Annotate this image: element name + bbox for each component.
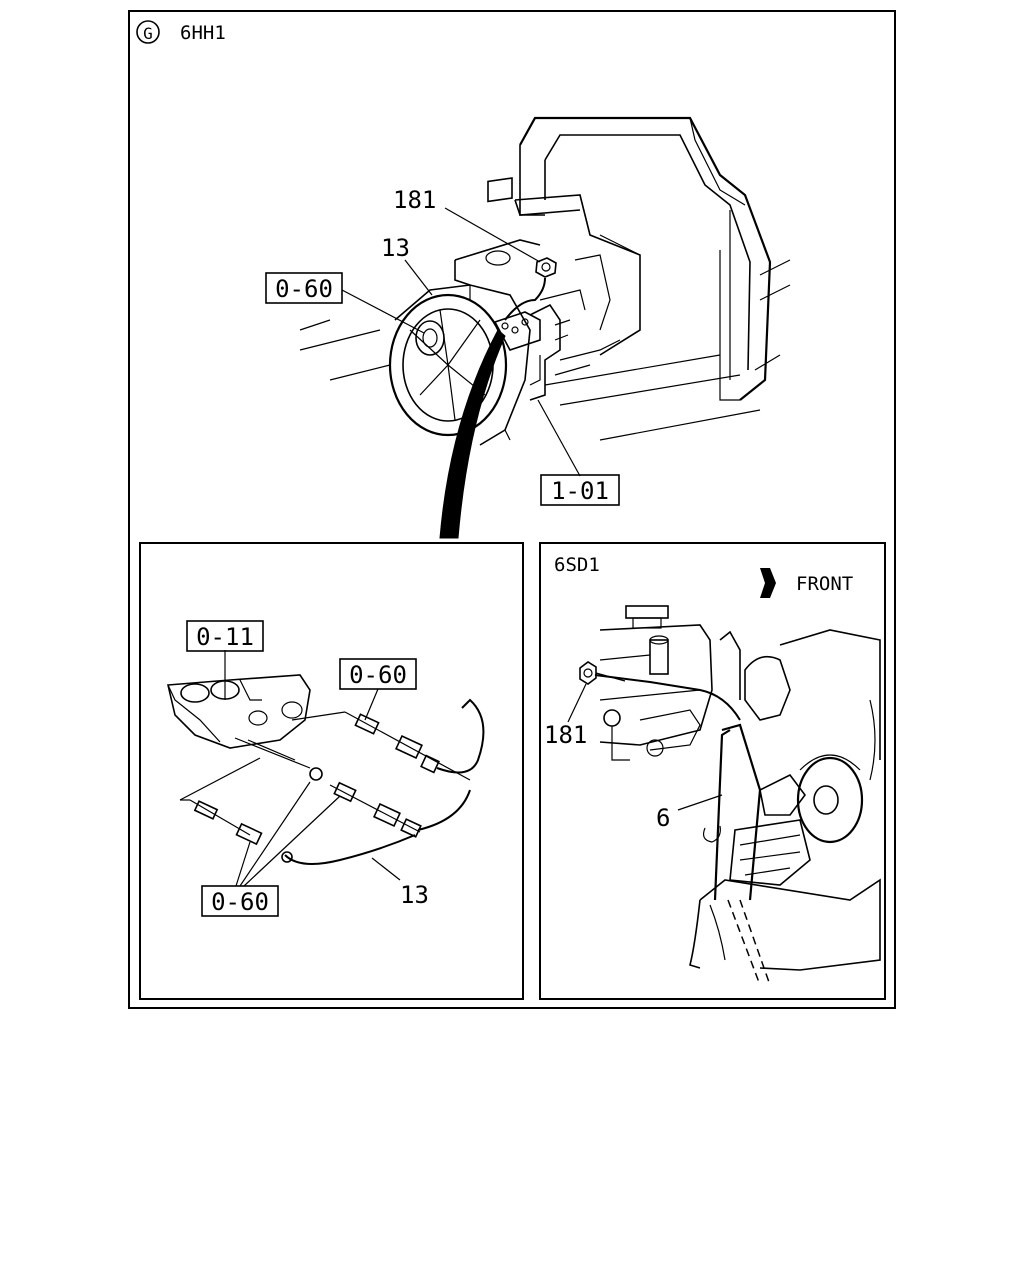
callout-13-left: 13 xyxy=(400,881,429,909)
ground-lines xyxy=(299,319,761,441)
callout-181-right: 181 xyxy=(544,721,587,749)
section-marker-letter: G xyxy=(143,24,153,43)
alternator-assembly xyxy=(388,284,531,446)
leader-0-60-bottom-a xyxy=(239,781,311,887)
diagram-frame xyxy=(128,10,896,1009)
main-view: G 6HH1 xyxy=(136,20,791,539)
leader-13-left xyxy=(371,857,401,881)
chassis-frame-drawing xyxy=(519,116,791,401)
leader-1-01 xyxy=(537,399,581,477)
engine-drawing xyxy=(599,605,881,971)
manifold-block-drawing xyxy=(167,674,311,749)
detail-left-frame xyxy=(139,542,524,1000)
callout-1-01-box xyxy=(540,474,620,506)
leader-6 xyxy=(677,794,723,811)
callout-0-60-top-box xyxy=(339,658,417,690)
callout-0-11: 0-11 xyxy=(196,623,254,651)
detail-right-view: 6SD1 FRONT xyxy=(544,554,881,986)
callout-0-60-bottom-box xyxy=(201,885,279,917)
nut-181-right-drawing xyxy=(579,661,626,685)
transmission-body xyxy=(454,177,641,376)
detail-right-frame xyxy=(539,542,886,1000)
leader-181 xyxy=(444,207,541,263)
harness-bracket xyxy=(493,277,571,401)
leader-0-60-bottom-b xyxy=(243,795,341,887)
front-arrow-icon xyxy=(760,568,776,598)
callout-181: 181 xyxy=(393,186,436,214)
callout-13: 13 xyxy=(381,234,410,262)
right-model-label: 6SD1 xyxy=(554,554,600,576)
callout-6: 6 xyxy=(656,804,670,832)
callout-0-60-bottom: 0-60 xyxy=(211,888,269,916)
section-marker-circle xyxy=(136,20,160,44)
cable-6-drawing xyxy=(594,674,771,986)
leader-181-right xyxy=(567,683,587,723)
front-direction-label: FRONT xyxy=(796,573,853,595)
leader-0-60-bottom-c xyxy=(235,841,251,887)
callout-0-11-box xyxy=(186,620,264,652)
main-model-label: 6HH1 xyxy=(180,22,226,44)
zoom-pointer xyxy=(439,329,506,539)
callout-0-60-top: 0-60 xyxy=(349,661,407,689)
callout-0-60: 0-60 xyxy=(275,275,333,303)
leader-0-60 xyxy=(341,289,425,334)
leader-13 xyxy=(404,259,433,296)
detail-left-view: 0-11 0-60 0-60 13 xyxy=(167,620,485,917)
callout-0-60-box xyxy=(265,272,343,304)
leader-0-60-top xyxy=(364,688,379,721)
nut-181-drawing xyxy=(535,257,557,278)
sensor-parts-drawing xyxy=(179,698,485,865)
callout-1-01: 1-01 xyxy=(551,477,609,505)
